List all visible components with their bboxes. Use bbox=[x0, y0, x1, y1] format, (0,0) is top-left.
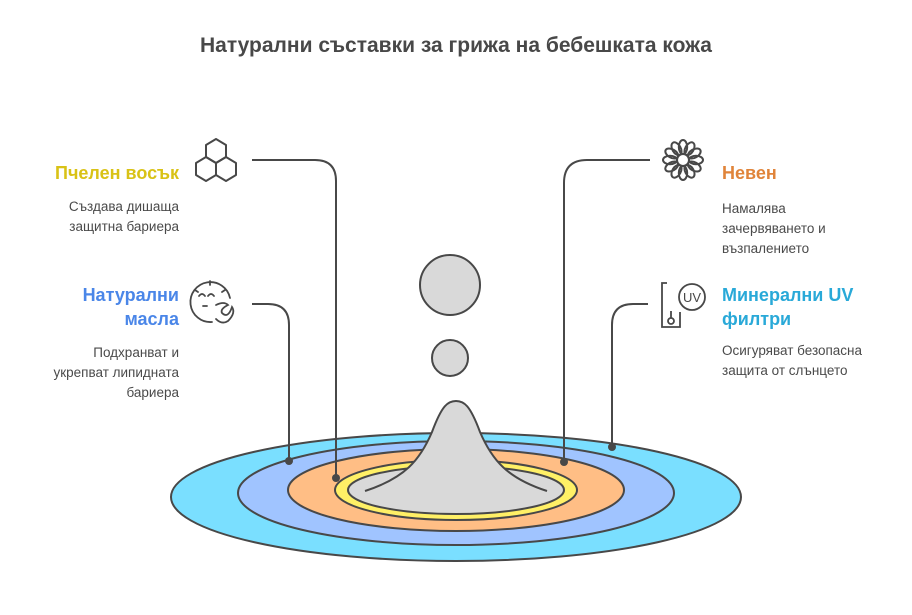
desc-uv: Осигуряват безопасна защита от слънцето bbox=[722, 343, 863, 378]
connector-oils bbox=[252, 303, 290, 461]
desc-beeswax: Създава дишаща защитна бариера bbox=[68, 199, 179, 234]
page-title: Натурални съставки за грижа на бебешката… bbox=[200, 34, 712, 57]
connector-calendula bbox=[563, 159, 650, 462]
label-uv: Минерални UV филтри bbox=[722, 285, 854, 329]
svg-text:UV: UV bbox=[683, 290, 701, 305]
droplet-small bbox=[431, 339, 469, 377]
label-beeswax: Пчелен восък bbox=[55, 163, 179, 183]
face-icon bbox=[189, 280, 235, 324]
desc-oils: Подхранват и укрепват липидната бариера bbox=[53, 345, 179, 400]
connector-beeswax bbox=[252, 159, 337, 478]
droplet-large bbox=[419, 254, 481, 316]
label-calendula: Невен bbox=[722, 163, 777, 183]
uv-filter-icon: UV bbox=[661, 282, 706, 328]
desc-calendula: Намалява зачервяването и възпалението bbox=[722, 201, 826, 256]
droplet-peak bbox=[365, 401, 547, 491]
flower-icon bbox=[662, 139, 704, 181]
connector-uv bbox=[611, 303, 648, 447]
honeycomb-icon bbox=[195, 138, 237, 182]
label-oils: Натурални масла bbox=[82, 285, 179, 329]
